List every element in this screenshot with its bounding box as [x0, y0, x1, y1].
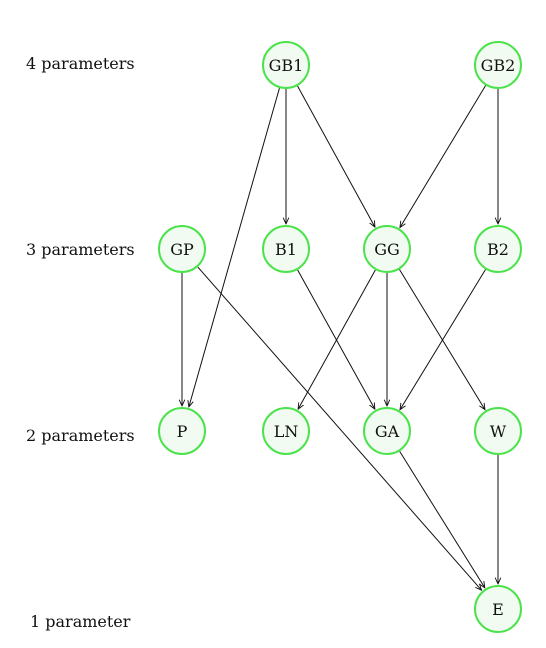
node-ga: GA	[363, 407, 411, 455]
edge-gb1-to-gg	[297, 85, 375, 227]
node-gp: GP	[158, 225, 206, 273]
edge-gb1-to-p	[189, 87, 280, 407]
node-gg: GG	[363, 225, 411, 273]
level-label-4-parameters: 4 parameters	[26, 54, 135, 73]
node-e: E	[474, 585, 522, 633]
level-label-3-parameters: 3 parameters	[26, 240, 135, 259]
node-p: P	[158, 407, 206, 455]
node-ln: LN	[262, 407, 310, 455]
edge-gb2-to-gg	[400, 85, 487, 228]
node-gb1: GB1	[262, 41, 310, 89]
edge-gp-to-e	[197, 266, 482, 590]
edge-ga-to-e	[399, 451, 485, 587]
node-gb2: GB2	[474, 41, 522, 89]
level-label-2-parameters: 2 parameters	[26, 426, 135, 445]
node-b2: B2	[474, 225, 522, 273]
edge-gg-to-ln	[298, 269, 376, 409]
level-label-1-parameter: 1 parameter	[30, 612, 131, 631]
node-b1: B1	[262, 225, 310, 273]
node-w: W	[474, 407, 522, 455]
edge-b2-to-ga	[400, 269, 486, 409]
